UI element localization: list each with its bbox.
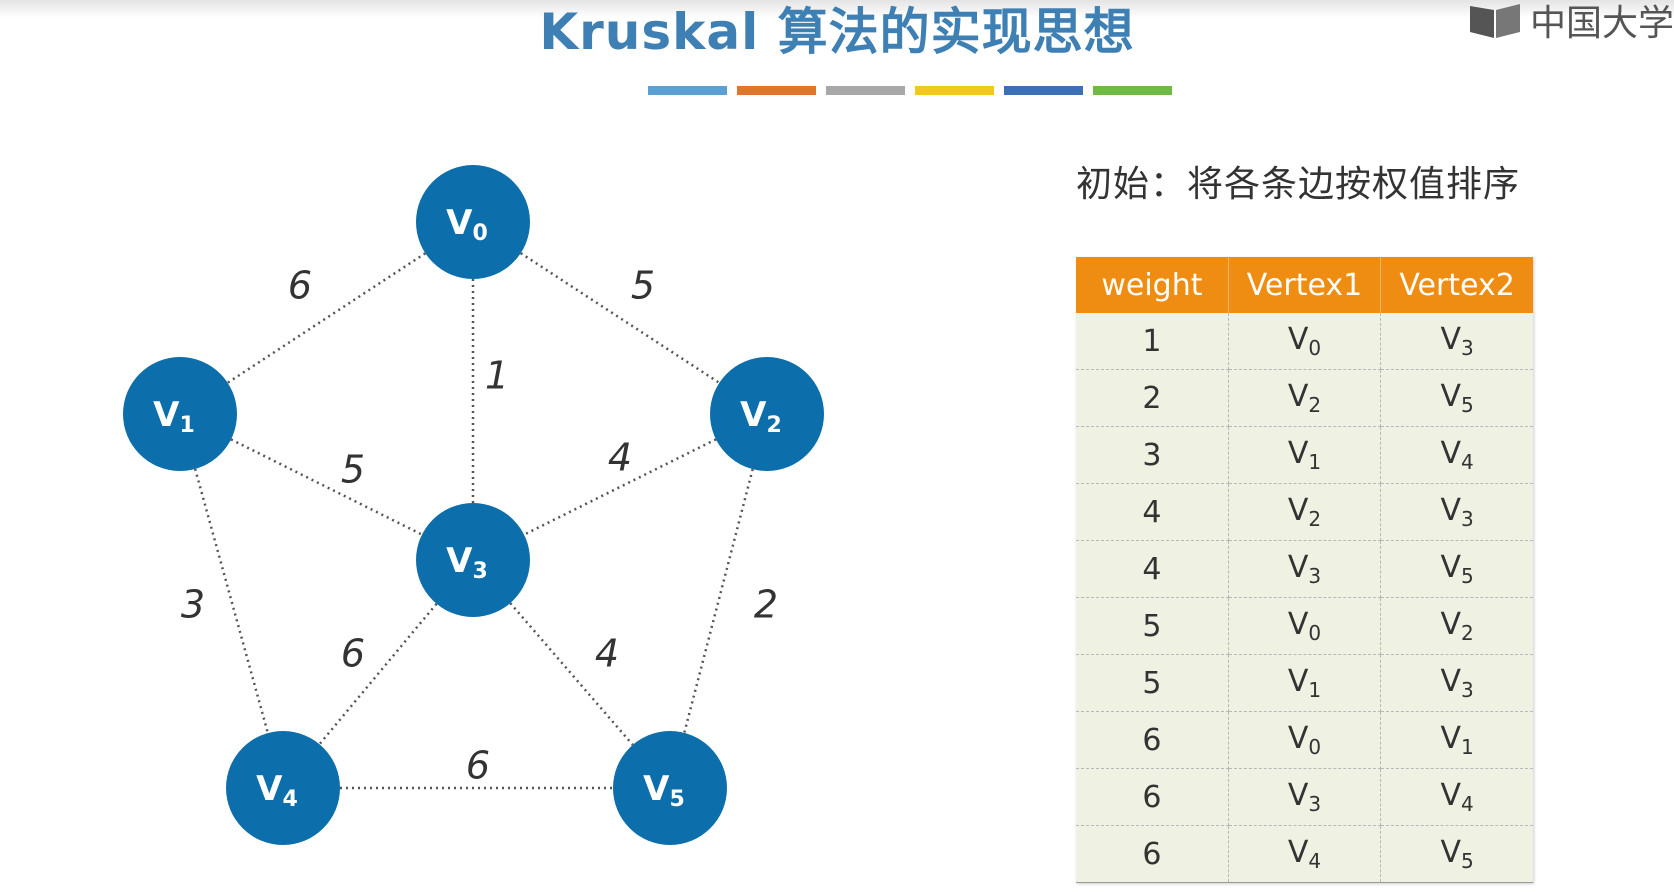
- cell-vertex1: V0: [1228, 711, 1382, 769]
- table-header-row: weight Vertex1 Vertex2: [1076, 257, 1533, 313]
- node-v3: V3: [416, 503, 530, 617]
- cell-weight: 3: [1076, 426, 1229, 484]
- weight-label-v0-v1: 6: [288, 264, 312, 308]
- edge-v0-v2: [520, 252, 720, 384]
- weight-label-v0-v3: 1: [485, 354, 509, 398]
- color-bar-2: [826, 86, 905, 95]
- cell-weight: 6: [1076, 711, 1229, 769]
- cell-weight: 4: [1076, 540, 1229, 598]
- edge-v0-v1: [226, 252, 427, 384]
- weight-label-v2-v5: 2: [754, 583, 778, 627]
- cell-vertex2: V5: [1380, 540, 1533, 598]
- cell-vertex2: V3: [1380, 483, 1533, 541]
- book-logo-icon: [1469, 4, 1520, 38]
- cell-vertex1: V4: [1228, 825, 1382, 883]
- weight-label-v1-v3: 5: [341, 448, 365, 492]
- edge-v3-v4: [318, 602, 438, 746]
- color-bar-5: [1093, 86, 1172, 95]
- header-vertex2: Vertex2: [1380, 257, 1533, 313]
- node-circle: [123, 357, 237, 471]
- edge-v3-v5: [509, 602, 634, 746]
- watermark: 中国大学: [1468, 0, 1674, 44]
- node-circle: [416, 503, 530, 617]
- watermark-text: 中国大学: [1529, 3, 1674, 44]
- edge-v1-v3: [230, 438, 423, 536]
- node-circle: [416, 165, 530, 279]
- edge-v1-v4: [193, 468, 270, 734]
- weight-label-v3-v4: 6: [341, 632, 365, 676]
- color-bar-4: [1004, 86, 1083, 95]
- cell-weight: 6: [1076, 768, 1229, 826]
- cell-weight: 1: [1076, 313, 1229, 370]
- node-v0: V0: [416, 165, 530, 279]
- cell-vertex2: V5: [1380, 825, 1533, 883]
- node-circle: [226, 731, 340, 845]
- cell-vertex2: V2: [1380, 597, 1533, 655]
- node-v5: V5: [613, 731, 727, 845]
- cell-vertex1: V0: [1228, 313, 1382, 370]
- cell-vertex2: V5: [1380, 369, 1533, 427]
- subtitle: 初始：将各条边按权值排序: [1076, 164, 1521, 205]
- cell-vertex1: V1: [1228, 654, 1382, 712]
- cell-vertex1: V2: [1228, 483, 1382, 541]
- weight-label-v3-v5: 4: [595, 632, 619, 676]
- weight-label-v4-v5: 6: [466, 744, 490, 788]
- weight-label-v2-v3: 4: [608, 436, 632, 480]
- weight-label-v1-v4: 3: [181, 583, 205, 627]
- edge-v2-v5: [683, 468, 754, 734]
- top-gradient: [0, 0, 1674, 18]
- node-label: V5: [643, 769, 685, 812]
- cell-vertex2: V1: [1380, 711, 1533, 769]
- node-label: V3: [446, 541, 488, 584]
- cell-vertex1: V0: [1228, 597, 1382, 655]
- cell-vertex2: V3: [1380, 313, 1533, 370]
- color-bar-0: [648, 86, 727, 95]
- header-weight: weight: [1076, 257, 1229, 313]
- color-bar-3: [915, 86, 994, 95]
- slide-title: Kruskal 算法的实现思想: [539, 3, 1135, 61]
- node-circle: [613, 731, 727, 845]
- header-vertex1: Vertex1: [1228, 257, 1382, 313]
- cell-vertex2: V4: [1380, 426, 1533, 484]
- cell-vertex1: V3: [1228, 540, 1382, 598]
- cell-vertex2: V4: [1380, 768, 1533, 826]
- cell-weight: 5: [1076, 654, 1229, 712]
- node-label: V1: [153, 395, 195, 438]
- cell-weight: 4: [1076, 483, 1229, 541]
- color-bar-1: [737, 86, 816, 95]
- weight-label-v0-v2: 5: [631, 264, 655, 308]
- cell-weight: 2: [1076, 369, 1229, 427]
- cell-weight: 5: [1076, 597, 1229, 655]
- node-circle: [710, 357, 824, 471]
- node-v2: V2: [710, 357, 824, 471]
- node-label: V4: [256, 769, 298, 812]
- node-v1: V1: [123, 357, 237, 471]
- title-color-bars: [648, 86, 1182, 95]
- cell-vertex1: V3: [1228, 768, 1382, 826]
- node-label: V0: [446, 203, 488, 246]
- cell-weight: 6: [1076, 825, 1229, 883]
- cell-vertex1: V1: [1228, 426, 1382, 484]
- cell-vertex1: V2: [1228, 369, 1382, 427]
- node-v4: V4: [226, 731, 340, 845]
- cell-vertex2: V3: [1380, 654, 1533, 712]
- node-label: V2: [740, 395, 782, 438]
